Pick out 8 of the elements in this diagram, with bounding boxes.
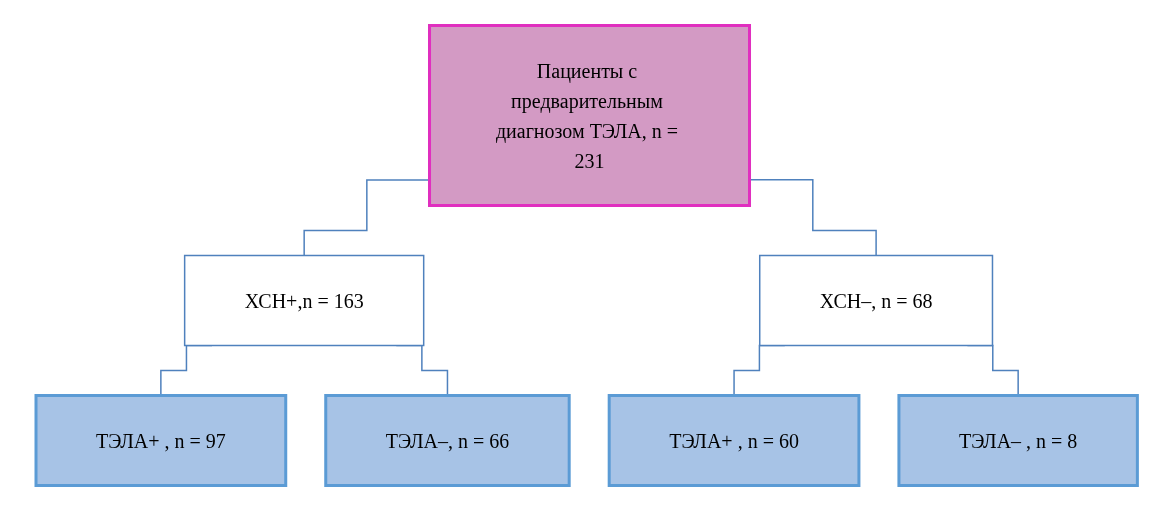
node-box: ХСН–, n = 68 bbox=[759, 254, 994, 347]
node-box: ТЭЛА– , n = 8 bbox=[897, 394, 1140, 487]
node-box: ТЭЛА+ , n = 97 bbox=[34, 394, 288, 487]
node-box: ТЭЛА–, n = 66 bbox=[324, 394, 571, 487]
node-box: ТЭЛА+ , n = 60 bbox=[608, 394, 861, 487]
node-box: Пациенты с предварительным диагнозом ТЭЛА, n = 231 bbox=[428, 24, 752, 207]
node-box: ХСН+,n = 163 bbox=[184, 254, 425, 347]
connector bbox=[749, 178, 878, 257]
